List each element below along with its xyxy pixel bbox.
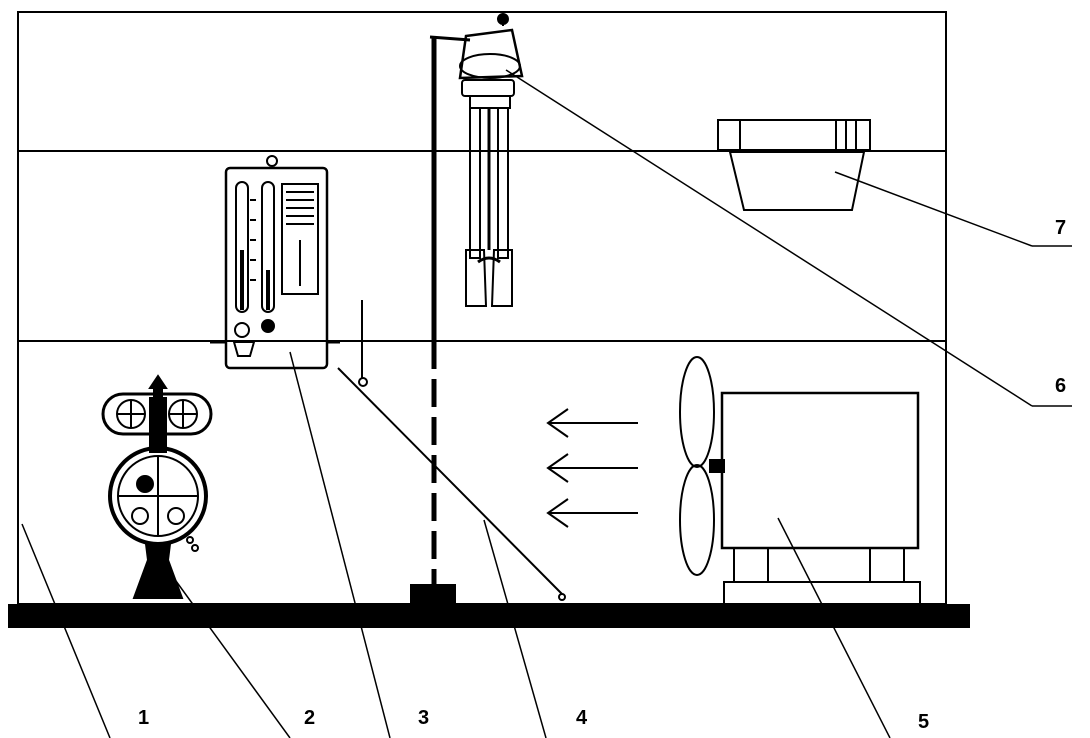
- leader-line-5: [777, 517, 891, 738]
- leader-line-1: [21, 523, 111, 738]
- label-2: 2: [304, 707, 315, 729]
- stand-base: [410, 584, 456, 604]
- fan-blade-bottom: [679, 464, 715, 576]
- motor-box: [720, 391, 920, 550]
- leader-line-3: [289, 351, 391, 738]
- diagonal-wire: [337, 367, 566, 601]
- part-labels: 1 2 3 4 5 6 7: [138, 217, 1066, 733]
- psychrometer-icon: [210, 155, 340, 370]
- label-7: 7: [1055, 217, 1066, 239]
- base-floor: [8, 604, 970, 628]
- airflow-arrow-icon: [546, 453, 638, 483]
- label-3: 3: [418, 707, 429, 729]
- airflow-arrows: [546, 408, 638, 528]
- leader-line-7: [834, 171, 1033, 247]
- leader-lines: [21, 69, 1072, 738]
- label-6: 6: [1055, 375, 1066, 397]
- label-5: 5: [918, 711, 929, 733]
- airflow-arrow-icon: [546, 498, 638, 528]
- leader-line-2: [167, 569, 291, 738]
- leader-line-6: [505, 69, 1033, 407]
- anemometer-icon: [101, 374, 213, 599]
- leader-line-4: [483, 519, 547, 738]
- fan-unit-icon: [679, 356, 921, 605]
- vertical-stand: [410, 35, 471, 604]
- lamp-fixture-icon: [717, 119, 871, 211]
- hook-icon: [358, 300, 368, 387]
- label-4: 4: [576, 707, 588, 729]
- label-1: 1: [138, 707, 149, 729]
- fan-blade-top: [679, 356, 715, 468]
- aspiration-psychrometer-icon: [458, 13, 524, 307]
- airflow-arrow-icon: [546, 408, 638, 438]
